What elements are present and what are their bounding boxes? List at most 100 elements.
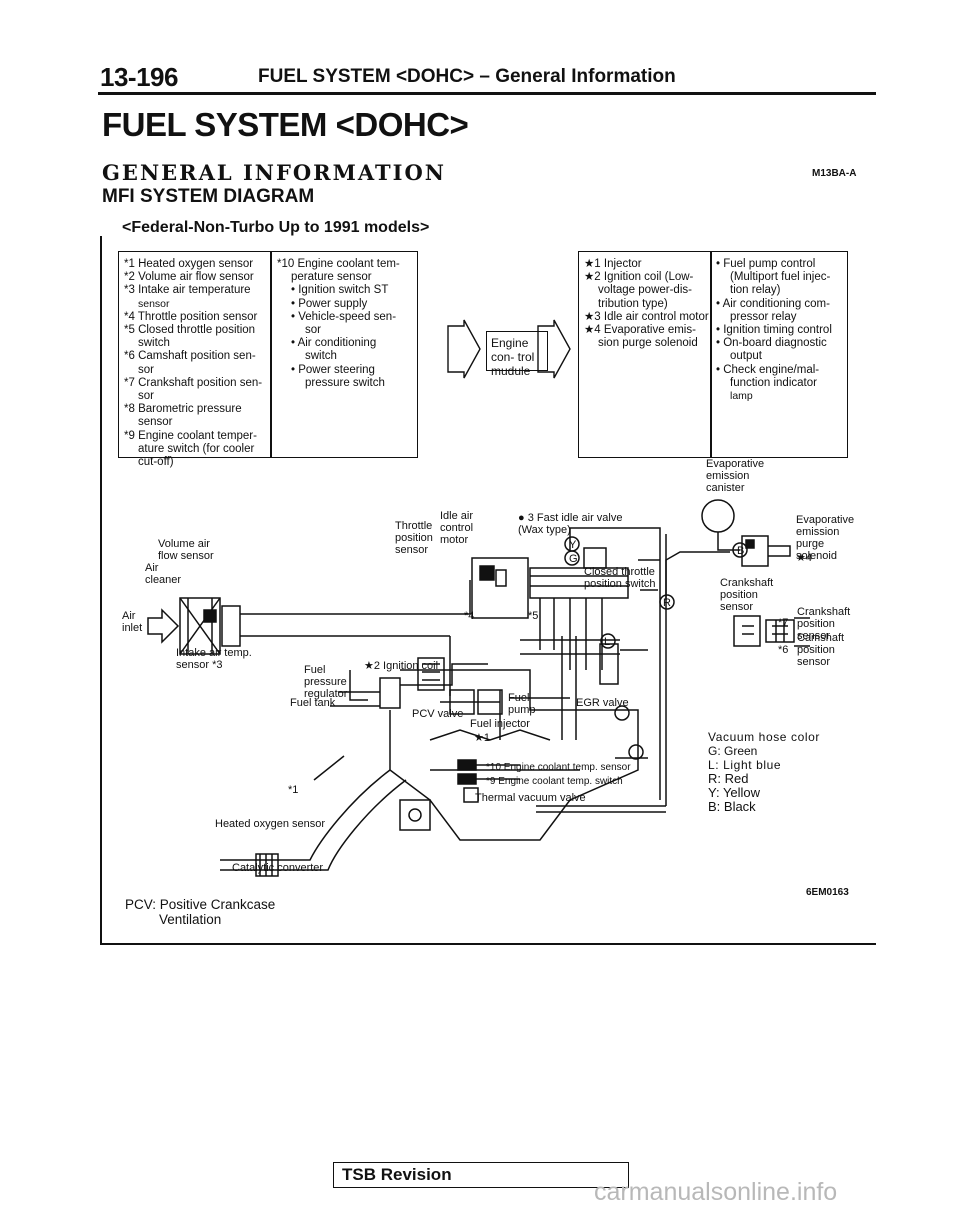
vacuum-hoses xyxy=(536,527,667,813)
legend-item: Y: Yellow xyxy=(708,785,761,800)
output-item: (Multiport fuel injec- xyxy=(730,271,831,284)
actuators-box xyxy=(578,251,848,458)
output-item: lamp xyxy=(730,390,753,403)
page-title: FUEL SYSTEM <DOHC> xyxy=(102,106,469,143)
sensor-item: sor xyxy=(138,390,154,403)
tag-g: G xyxy=(569,553,578,565)
pcv-note: PCV: Positive Crankcase Ventilation xyxy=(125,897,275,927)
sensor-item: *2 Volume air flow sensor xyxy=(124,271,254,284)
label-star4-right: ★4 xyxy=(796,552,812,564)
section-header-title: FUEL SYSTEM <DOHC> – General Information xyxy=(258,66,676,87)
sensors-box xyxy=(118,251,418,458)
sensor-item: *4 Throttle position sensor xyxy=(124,310,258,323)
system-diagram xyxy=(147,499,810,877)
sensor-item: ature switch (for cooler xyxy=(138,442,255,455)
output-item: function indicator xyxy=(730,376,817,389)
label-s4: *4 xyxy=(464,610,475,622)
label-s6: *6 xyxy=(778,644,789,656)
label-fuel-pump: Fuel pump xyxy=(508,692,536,716)
intake-duct xyxy=(240,580,471,696)
label-thermal-vacuum-valve: Thermal vacuum valve xyxy=(475,792,586,804)
tsb-revision-box: TSB Revision xyxy=(333,1162,629,1188)
actuator-item: sion purge solenoid xyxy=(598,337,698,350)
evap-canister-shape xyxy=(665,499,791,600)
tag-y: Y xyxy=(569,539,577,551)
actuator-item: ★1 Injector xyxy=(584,258,642,270)
egr-valve-shape xyxy=(561,636,619,740)
air-cleaner-shape xyxy=(147,597,221,655)
output-item: • Fuel pump control xyxy=(716,258,816,270)
coolant-sensors xyxy=(457,759,520,803)
sensor-item: sensor xyxy=(138,416,173,429)
sensor-item: *10 Engine coolant tem- xyxy=(277,258,400,270)
output-item: output xyxy=(730,350,762,363)
label-fuel-tank: Fuel tank xyxy=(290,697,336,709)
page-number: 13-196 xyxy=(100,62,178,92)
document-code: M13BA-A xyxy=(812,168,857,179)
engine-control-module xyxy=(486,331,548,371)
sensor-list-col1: *1 Heated oxygen sensor *2 Volume air fl… xyxy=(124,258,262,469)
sensor-item: • Power steering xyxy=(291,363,375,376)
label-evap-canister: Evaporative emission canister xyxy=(706,458,776,494)
legend-item: R: Red xyxy=(708,771,749,786)
sensor-item: *6 Camshaft position sen- xyxy=(124,350,256,363)
legend-item: G: Green xyxy=(708,744,758,758)
label-intake-temp-sensor: Intake air temp. sensor *3 xyxy=(176,647,252,671)
label-fuel-pressure-regulator: Fuel pressure regulator xyxy=(304,664,348,700)
output-item: • Air conditioning com- xyxy=(716,297,830,310)
label-heated-oxygen-sensor: Heated oxygen sensor xyxy=(215,818,326,830)
sensors-box-divider xyxy=(270,252,272,457)
label-fast-idle-valve: ● 3 Fast idle air valve (Wax type) xyxy=(518,512,623,536)
label-crankshaft-right: Crankshaft position sensor xyxy=(797,606,851,642)
sensor-item: switch xyxy=(138,337,170,350)
label-air-inlet: Air inlet xyxy=(122,610,143,634)
label-evap-purge-solenoid: Evaporative emission purge solenoid xyxy=(796,514,855,562)
volume-air-flow-sensor-shape xyxy=(203,605,241,647)
pcv-note-line: Ventilation xyxy=(159,912,222,927)
fuel-lines xyxy=(330,663,570,740)
hose-tag-circles xyxy=(564,536,748,760)
sensor-item: switch xyxy=(305,350,337,363)
engine-control-module-label: Engine con- trol mudule xyxy=(491,336,535,378)
sensor-item: • Vehicle-speed sen- xyxy=(291,310,397,323)
sensor-item: sor xyxy=(305,324,321,337)
sensor-item: • Air conditioning xyxy=(291,337,377,350)
sensor-item: sor xyxy=(138,363,154,376)
label-air-cleaner: Air cleaner xyxy=(145,562,182,586)
actuator-item: ★4 Evaporative emis- xyxy=(584,324,696,337)
label-star1: ★1 xyxy=(474,732,490,744)
actuator-item: tribution type) xyxy=(598,297,668,310)
legend-item: L: Light blue xyxy=(708,758,782,772)
label-idle-air-control: Idle air control motor xyxy=(440,510,474,546)
output-item: • Check engine/mal- xyxy=(716,363,820,376)
throttle-body xyxy=(471,547,629,619)
output-item: • On-board diagnostic xyxy=(716,337,827,350)
actuator-item: voltage power-dis- xyxy=(598,284,692,297)
label-pcv-valve: PCV valve xyxy=(412,708,464,720)
sensor-item: • Power supply xyxy=(291,297,368,310)
evap-canister-text: Evaporative emission canister xyxy=(706,458,765,494)
pcv-note-line: PCV: Positive Crankcase xyxy=(125,897,276,912)
frame-left-rule xyxy=(100,236,102,944)
header-rule xyxy=(98,92,876,95)
label-s5: *5 xyxy=(528,610,539,622)
legend-title: Vacuum hose color xyxy=(708,730,821,744)
ignition-coil xyxy=(417,657,445,691)
model-heading: <Federal-Non-Turbo Up to 1991 models> xyxy=(122,219,430,236)
intake-runners xyxy=(520,598,620,670)
label-coolant-temp-sensor: *10 Engine coolant temp. sensor xyxy=(486,762,631,773)
frame-bottom-rule xyxy=(100,943,876,945)
label-s7: *7 xyxy=(778,617,789,629)
sensor-item: *3 Intake air temperature xyxy=(124,284,251,297)
label-catalytic-converter: Catalytic converter xyxy=(232,862,324,874)
label-ignition-coil: ★2 Ignition coil xyxy=(364,660,439,672)
watermark: carmanualsonline.info xyxy=(594,1178,838,1206)
sensor-item: *8 Barometric pressure xyxy=(124,403,242,416)
label-camshaft: Camshaft position sensor xyxy=(797,632,845,668)
label-s1: *1 xyxy=(288,784,299,796)
actuators-box-divider xyxy=(710,252,712,457)
output-list: • Fuel pump control (Multiport fuel inje… xyxy=(716,258,832,403)
sensor-item: cut-off) xyxy=(138,456,174,469)
sensor-item: *1 Heated oxygen sensor xyxy=(124,258,254,270)
section-heading: MFI SYSTEM DIAGRAM xyxy=(102,186,315,207)
